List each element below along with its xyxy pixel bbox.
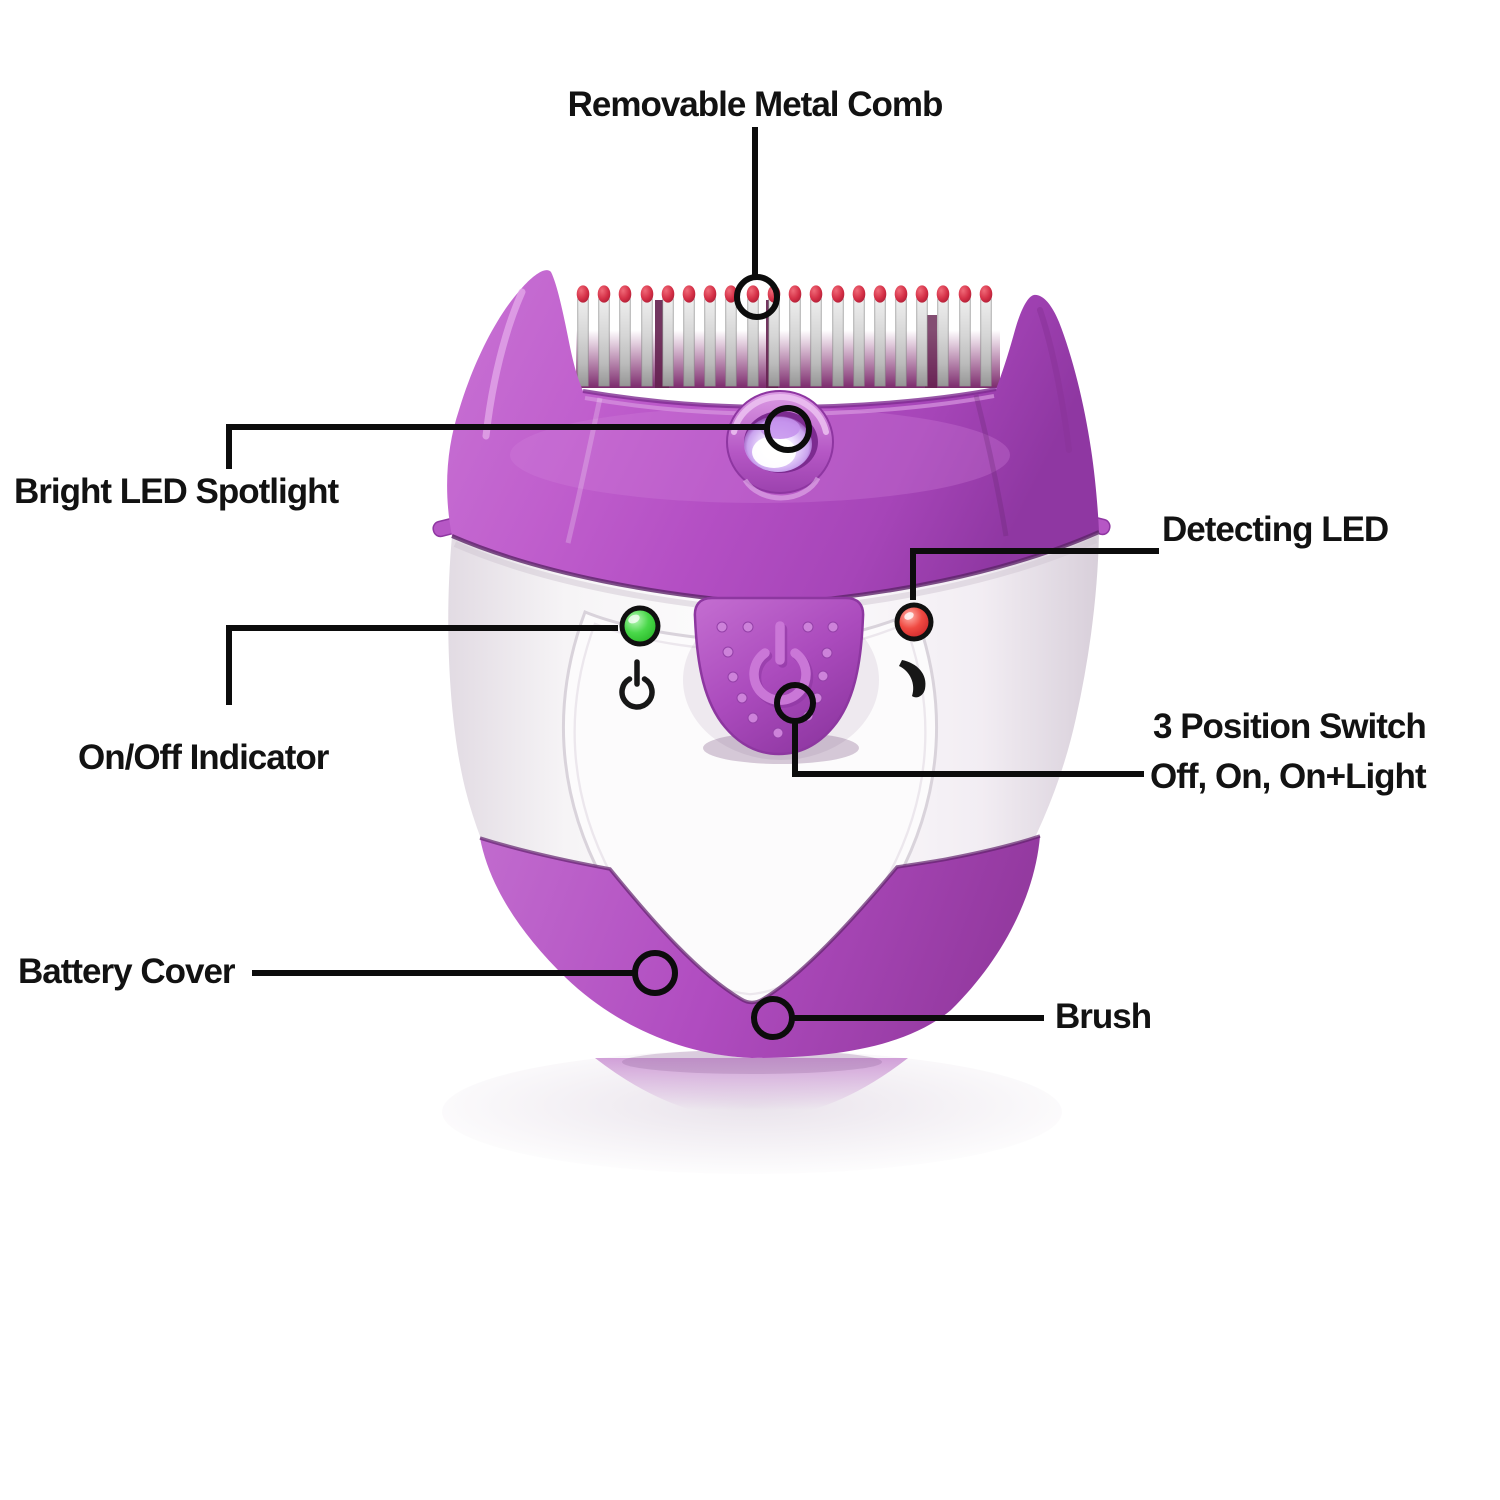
detecting-led	[894, 602, 934, 642]
callout-spotlight	[226, 405, 812, 469]
metal-comb	[576, 284, 1000, 388]
callout-comb	[734, 127, 780, 320]
power-button	[693, 596, 865, 756]
comb-tooth	[915, 284, 929, 387]
comb-tooth	[809, 284, 823, 387]
comb-tooth	[873, 284, 887, 387]
controls	[619, 596, 934, 764]
power-button-icon	[749, 621, 814, 708]
callout-detecting	[910, 548, 1159, 600]
callout-circle	[774, 682, 816, 724]
head-ridge-left	[565, 397, 603, 544]
label-switch-positions: Off, On, On+Light	[1150, 757, 1427, 796]
comb-tooth	[979, 284, 993, 387]
comb-tooth	[682, 284, 696, 387]
callout-circle	[764, 405, 812, 453]
comb-tooth	[618, 284, 632, 387]
comb-tooth	[788, 284, 802, 387]
comb-tooth	[894, 284, 908, 387]
callout-circle	[734, 274, 780, 320]
comb-tooth	[746, 284, 760, 387]
power-button-shield	[693, 596, 865, 756]
comb-tooth	[852, 284, 866, 387]
device-reflection	[442, 1050, 1062, 1174]
callout-battery	[252, 950, 678, 996]
comb-tooth	[640, 284, 654, 387]
label-removable-metal-comb: Removable Metal Comb	[567, 85, 944, 124]
comb-tooth	[831, 284, 845, 387]
ear-shade-right	[1037, 307, 1072, 453]
on-off-led	[619, 605, 661, 647]
bottom-cover	[480, 836, 1040, 1058]
callout-switch	[774, 682, 1144, 777]
comb-tooth	[597, 284, 611, 387]
callout-line	[792, 722, 1144, 777]
comb-tooth	[661, 284, 675, 387]
comb-gap-shadow	[925, 315, 937, 388]
spotlight-lip	[742, 476, 821, 501]
callout-line	[910, 548, 1159, 600]
detect-flash-icon	[899, 660, 926, 698]
callout-line	[226, 625, 618, 705]
comb-tooth	[958, 284, 972, 387]
comb-tooth	[936, 284, 950, 387]
spotlight-rim-highlight	[731, 394, 829, 435]
callouts	[226, 127, 1159, 1040]
head-ridge-right	[973, 394, 1009, 537]
ear-highlight-left	[482, 288, 526, 440]
callout-brush	[751, 996, 1044, 1040]
comb-tooth	[703, 284, 717, 387]
comb-tooth	[576, 284, 590, 387]
power-indicator-icon	[619, 659, 655, 710]
label-brush: Brush	[1055, 997, 1152, 1036]
label-on-off-indicator: On/Off Indicator	[78, 738, 329, 777]
label-battery-cover: Battery Cover	[18, 952, 236, 991]
label-detecting-led: Detecting LED	[1162, 510, 1389, 549]
label-3-position-switch: 3 Position Switch	[1153, 707, 1427, 746]
callout-onoff	[226, 625, 618, 705]
spotlight-core	[752, 436, 796, 468]
callout-circle	[751, 996, 795, 1040]
label-bright-led-spotlight: Bright LED Spotlight	[14, 472, 339, 511]
callout-circle	[632, 950, 678, 996]
callout-line	[226, 424, 765, 469]
